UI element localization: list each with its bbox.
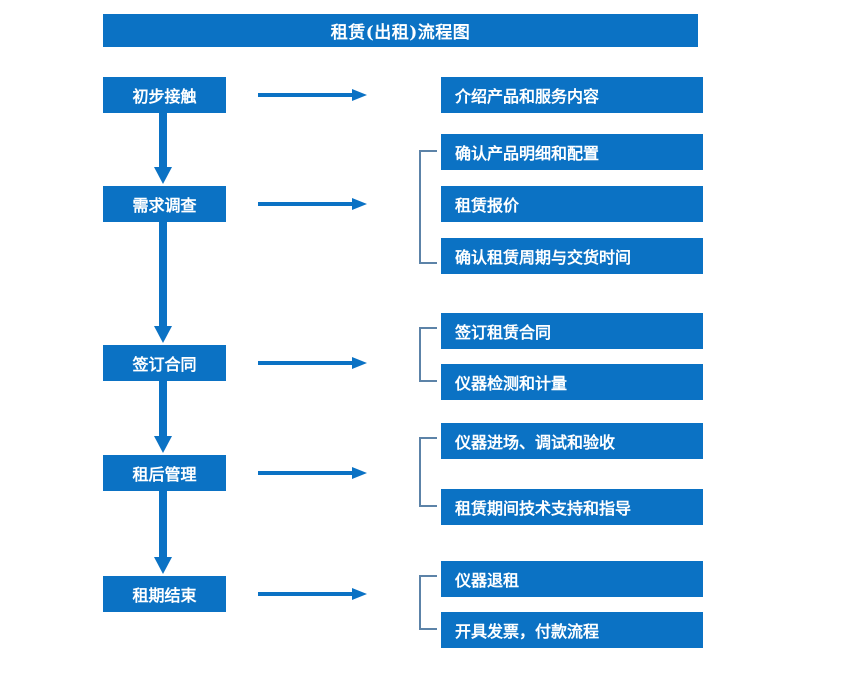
down-arrow-icon (150, 381, 176, 455)
detail-box-instrument-return[interactable]: 仪器退租 (441, 561, 703, 597)
group-bracket-sign-contract (418, 327, 438, 386)
detail-label: 仪器进场、调试和验收 (455, 433, 616, 452)
detail-label: 确认产品明细和配置 (455, 144, 600, 163)
detail-box-introduce-products[interactable]: 介绍产品和服务内容 (441, 77, 703, 113)
stage-box-demand-survey[interactable]: 需求调查 (103, 186, 226, 222)
detail-label: 介绍产品和服务内容 (455, 87, 600, 106)
detail-label: 仪器检测和计量 (455, 374, 568, 393)
right-arrow-icon (258, 465, 368, 481)
stage-box-initial-contact[interactable]: 初步接触 (103, 77, 226, 113)
down-arrow-icon (150, 491, 176, 576)
group-bracket-demand-survey (418, 150, 438, 268)
detail-label: 签订租赁合同 (455, 323, 552, 342)
chart-title-bar: 租赁(出租)流程图 (103, 14, 698, 47)
down-arrow-icon (150, 113, 176, 186)
stage-box-post-rental-management[interactable]: 租后管理 (103, 455, 226, 491)
right-arrow-icon (258, 355, 368, 371)
detail-box-instrument-inspection[interactable]: 仪器检测和计量 (441, 364, 703, 400)
page-title: 租赁(出租)流程图 (330, 23, 471, 43)
detail-box-invoice-payment[interactable]: 开具发票，付款流程 (441, 612, 703, 648)
detail-box-sign-rental-contract[interactable]: 签订租赁合同 (441, 313, 703, 349)
detail-label: 租赁报价 (455, 196, 520, 215)
stage-label: 初步接触 (132, 87, 197, 106)
detail-box-confirm-rental-period[interactable]: 确认租赁周期与交货时间 (441, 238, 703, 274)
detail-label: 确认租赁周期与交货时间 (455, 248, 632, 267)
stage-label: 需求调查 (132, 196, 197, 215)
detail-box-technical-support[interactable]: 租赁期间技术支持和指导 (441, 489, 703, 525)
stage-label: 租期结束 (132, 586, 197, 605)
detail-label: 仪器退租 (455, 571, 520, 590)
detail-label: 租赁期间技术支持和指导 (455, 499, 632, 518)
stage-label: 租后管理 (132, 465, 197, 484)
group-bracket-post-rental-management (418, 437, 438, 511)
right-arrow-icon (258, 196, 368, 212)
stage-label: 签订合同 (132, 355, 197, 374)
right-arrow-icon (258, 87, 368, 103)
group-bracket-rental-end (418, 575, 438, 634)
down-arrow-icon (150, 222, 176, 345)
detail-label: 开具发票，付款流程 (455, 622, 600, 641)
detail-box-confirm-product-spec[interactable]: 确认产品明细和配置 (441, 134, 703, 170)
right-arrow-icon (258, 586, 368, 602)
stage-box-sign-contract[interactable]: 签订合同 (103, 345, 226, 381)
stage-box-rental-end[interactable]: 租期结束 (103, 576, 226, 612)
detail-box-instrument-arrival-debug[interactable]: 仪器进场、调试和验收 (441, 423, 703, 459)
detail-box-rental-quote[interactable]: 租赁报价 (441, 186, 703, 222)
